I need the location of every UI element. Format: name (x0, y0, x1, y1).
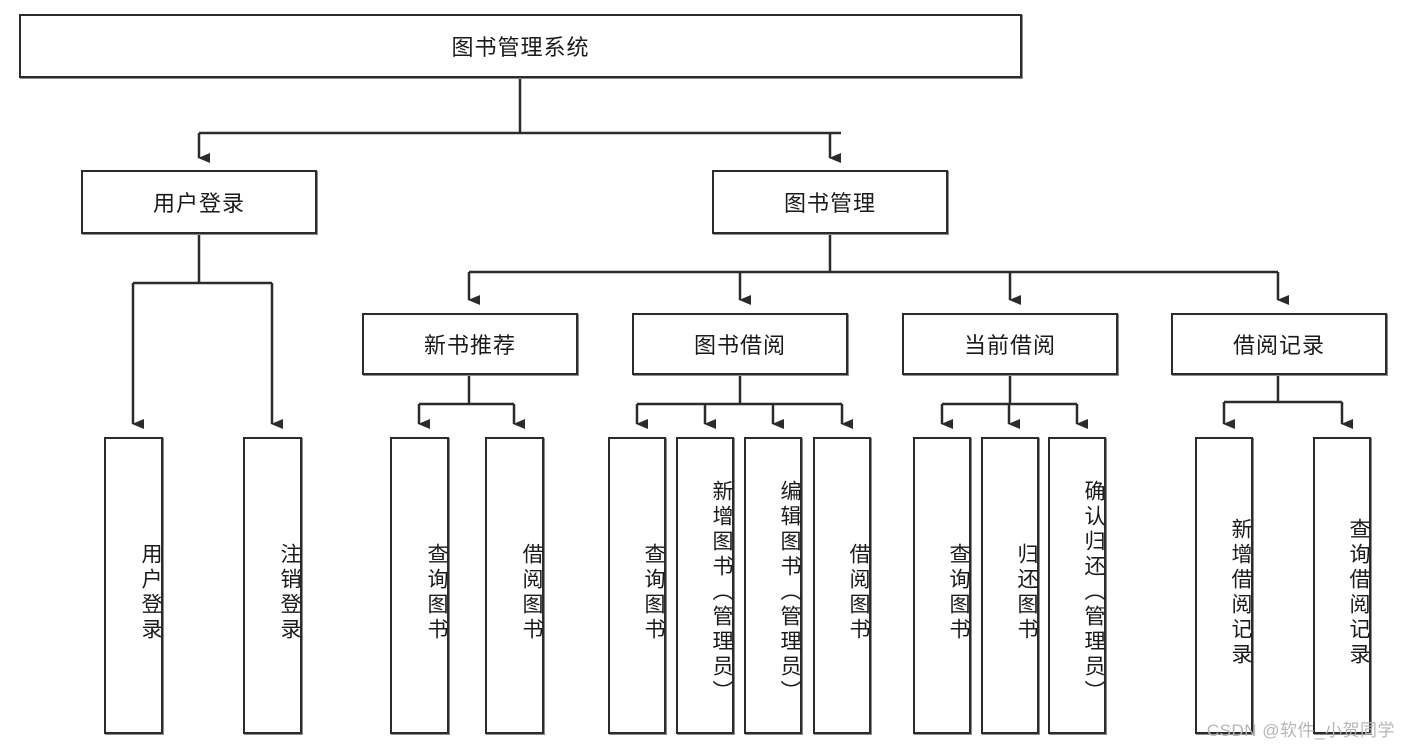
leaf-user-login-logout[interactable]: 注销登录 (243, 437, 302, 734)
node-label: 查询图书 (947, 542, 970, 643)
leaf-book-borrow-query-book[interactable]: 查询图书 (608, 437, 666, 734)
node-label: 借阅图书 (847, 542, 870, 643)
leaf-borrow-record-add-record[interactable]: 新增借阅记录 (1195, 437, 1253, 734)
node-label: 图书管理 (783, 191, 876, 216)
node-label: 图书管理系统 (451, 35, 590, 60)
node-current-borrow[interactable]: 当前借阅 (902, 313, 1118, 375)
leaf-borrow-record-query-record[interactable]: 查询借阅记录 (1313, 437, 1371, 734)
leaf-new-book-borrow-book[interactable]: 借阅图书 (485, 437, 544, 734)
csdn-watermark: CSDN @软件_小贺同学 (1206, 721, 1395, 740)
node-label: 注销登录 (278, 542, 301, 643)
leaf-current-borrow-return-book[interactable]: 归还图书 (981, 437, 1039, 734)
leaf-book-borrow-edit-book-admin[interactable]: 编辑图书（管理员） (744, 437, 802, 734)
node-label: 当前借阅 (963, 333, 1056, 358)
node-label: 确认归还（管理员） (1082, 480, 1105, 705)
node-label: 用户登录 (152, 191, 245, 216)
node-label: 查询借阅记录 (1347, 517, 1370, 668)
node-label: 借阅记录 (1232, 333, 1325, 358)
node-label: 用户登录 (139, 542, 162, 643)
leaf-current-borrow-query-book[interactable]: 查询图书 (913, 437, 971, 734)
node-label: 编辑图书（管理员） (778, 480, 801, 705)
node-label: 借阅图书 (520, 542, 543, 643)
node-new-book-recommend[interactable]: 新书推荐 (362, 313, 578, 375)
leaf-book-borrow-add-book-admin[interactable]: 新增图书（管理员） (676, 437, 734, 734)
node-borrow-record[interactable]: 借阅记录 (1171, 313, 1387, 375)
node-label: 新书推荐 (423, 333, 516, 358)
leaf-new-book-query-book[interactable]: 查询图书 (390, 437, 449, 734)
leaf-book-borrow-borrow-book[interactable]: 借阅图书 (813, 437, 871, 734)
node-user-login[interactable]: 用户登录 (81, 170, 317, 234)
node-label: 新增图书（管理员） (710, 480, 733, 705)
node-label: 查询图书 (425, 542, 448, 643)
leaf-user-login-login[interactable]: 用户登录 (104, 437, 163, 734)
node-root-book-management-system[interactable]: 图书管理系统 (19, 14, 1022, 78)
node-label: 图书借阅 (693, 333, 786, 358)
node-book-borrow[interactable]: 图书借阅 (632, 313, 848, 375)
node-book-management[interactable]: 图书管理 (712, 170, 948, 234)
node-label: 查询图书 (642, 542, 665, 643)
node-label: 新增借阅记录 (1229, 517, 1252, 668)
leaf-current-borrow-confirm-return-admin[interactable]: 确认归还（管理员） (1048, 437, 1106, 734)
node-label: 归还图书 (1015, 542, 1038, 643)
